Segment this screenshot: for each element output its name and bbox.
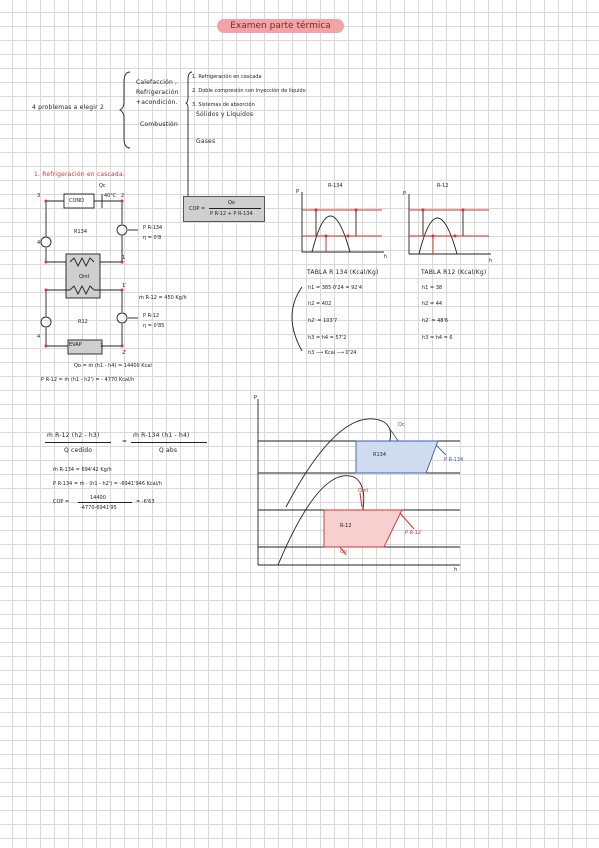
valve-134-icon (40, 236, 52, 248)
cat-heat: Calefacción , Refrigeración +acondición. (136, 78, 179, 108)
t134-row-3: h2' = 103'7 (308, 318, 338, 324)
t134-row-5: h3 ⟶ Kcal ⟶ 0'24 (308, 350, 357, 356)
ph-diagram-r12 (408, 194, 491, 255)
calc-p12: P R-12 = ṁ (h1 - h2') = - 4770 Kcal/h (41, 377, 135, 383)
calc2-mdot: ṁ R-134 = 694'42 Kg/h (53, 467, 112, 473)
cop-denominator: P R-12 + P R-134 (210, 211, 253, 217)
circuit-n2: 2 (121, 193, 125, 199)
circuit-eta1: η = 0'8 (143, 235, 162, 241)
circuit-temp: 40°C (104, 193, 117, 199)
ph-diagram-r134 (301, 192, 384, 253)
table-12-title: TABLA R12 (Kcal/Kg) (421, 269, 487, 276)
problem-4b: Gases (196, 138, 216, 145)
problem-3: 3. Sistemas de absorción (192, 102, 255, 108)
circuit-n3: 3 (37, 193, 41, 199)
r12-cycle (323, 509, 403, 548)
cat-combustion: Combustión (140, 121, 178, 128)
calc2-eq: = (122, 438, 128, 445)
circuit-r12: R12 (78, 319, 88, 325)
calc2-cop-num: 14400 (90, 495, 106, 501)
cat-heat-3: +acondición. (136, 99, 178, 106)
calc2-p134: P R-134 = ṁ · (h1 - h2') = -6941'946 Kca… (53, 481, 162, 487)
big-qint: Qint (358, 488, 369, 494)
calc2-cop-label: COP = (53, 499, 70, 505)
circuit-cond: COND (69, 198, 85, 204)
circuit-qc: Qc (99, 183, 106, 189)
big-y: P (254, 395, 258, 401)
r134-cycle (355, 440, 439, 474)
circuit-eta2: η = 0'85 (143, 323, 165, 329)
table-arrow (291, 286, 303, 352)
circuit-r134: R134 (74, 229, 88, 235)
calc-qo: Qo = ṁ (h1 - h4) = 14400 Kcal (74, 363, 152, 369)
big-ph-diagram (257, 399, 460, 566)
cop-numerator: Qo (228, 200, 235, 206)
calc2-rhs-num: ṁ R-134 (h1 - h4) (133, 432, 190, 439)
d2-title: R-12 (437, 183, 449, 189)
calc2-cop-den: -4770-6941'95 (80, 505, 117, 511)
circuit-qint: Qint (79, 274, 90, 280)
intercambiador (65, 253, 101, 299)
compressor-134-icon (116, 224, 128, 236)
problem-1: 1. Refrigeración en cascada (192, 74, 262, 80)
cop-box: COP = Qo P R-12 + P R-134 (183, 196, 265, 222)
calc2-lhs-num: ṁ R-12 (h2 - h3) (47, 432, 100, 439)
circuit-mdot: ṁ R-12 = 450 Kg/h (139, 295, 187, 301)
cascade-circuit (40, 193, 138, 355)
cop-label: COP = (189, 206, 206, 212)
section-title: 1. Refrigeración en cascada. (34, 171, 125, 178)
t12-row-3: h2' = 48'6 (422, 318, 449, 324)
d2-y: P (403, 191, 407, 197)
d1-title: R-134 (328, 183, 343, 189)
circuit-n2p: 2' (122, 350, 127, 356)
valve-12-icon (40, 316, 52, 328)
big-r12: R-12 (340, 523, 352, 529)
big-p134: P R-134 (444, 457, 464, 463)
problem-2: 2. Doble compresión con inyección de líq… (192, 88, 306, 94)
calc2-rhs-den: Q abs (159, 447, 178, 454)
circuit-n4b: 4 (37, 334, 41, 340)
d1-y: P (296, 189, 300, 195)
circuit-p134: P R-134 (143, 225, 163, 231)
t134-row-2: h2 = 402 (308, 301, 332, 307)
circuit-p12: P R-12 (143, 313, 160, 319)
d1-x: h (384, 254, 388, 260)
calc2-lhs-den: Q cedido (64, 447, 93, 454)
compressor-12-icon (116, 312, 128, 324)
t134-row-4: h3 = h4 = 57'2 (308, 335, 347, 341)
t12-row-2: h2 = 44 (422, 301, 443, 307)
calc2-cop-res: = -6'63 (136, 499, 155, 505)
circuit-n1b: 1 (100, 343, 104, 349)
circuit-n1: 1 (122, 255, 126, 261)
t12-row-1: h1 = 38 (422, 285, 443, 291)
big-x: h (454, 567, 458, 573)
page-title: Examen parte térmica (217, 19, 344, 33)
t12-row-4: h3 = h4 = 6 (422, 335, 453, 341)
big-qc: Qc (398, 422, 405, 428)
heat-brace (184, 71, 193, 210)
intro-lead: 4 problemas a elegir 2 (32, 104, 104, 111)
cat-heat-1: Calefacción , (136, 79, 178, 86)
circuit-n4: 4 (37, 240, 41, 246)
cat-heat-2: Refrigeración (136, 89, 179, 96)
big-qo: Qo (340, 549, 347, 555)
big-p12: P R-12 (405, 530, 422, 536)
evap-box (67, 339, 103, 355)
circuit-n1p: 1' (122, 283, 127, 289)
intro-brace (118, 71, 131, 149)
d2-x: h (489, 258, 493, 264)
t134-row-1: h1 = 385·0'24 = 92'4 (308, 285, 363, 291)
table-134-title: TABLA R 134 (Kcal/Kg) (307, 269, 379, 276)
big-r134: R134 (373, 452, 387, 458)
problem-4a: Sólidos y Líquidos (196, 111, 254, 118)
circuit-evap: EVAP (69, 342, 82, 348)
